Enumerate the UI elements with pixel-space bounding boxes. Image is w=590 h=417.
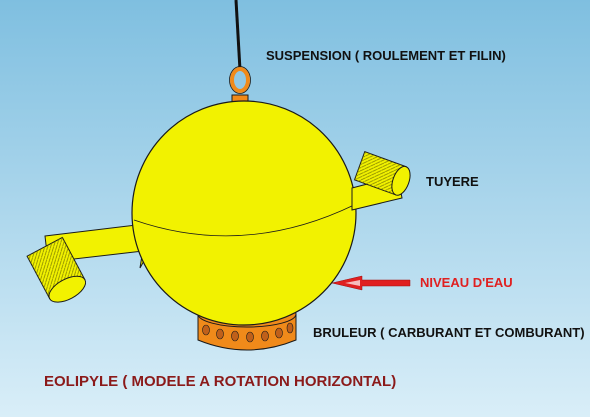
boiler-sphere xyxy=(131,100,357,326)
water-level-arrow xyxy=(331,275,411,291)
right-nozzle xyxy=(351,151,411,211)
diagram-title: EOLIPYLE ( MODELE A ROTATION HORIZONTAL) xyxy=(44,373,397,390)
suspension-ring xyxy=(230,67,250,93)
left-nozzle xyxy=(26,205,159,303)
suspension-label: SUSPENSION ( ROULEMENT ET FILIN) xyxy=(266,48,506,63)
suspension-ring-outline xyxy=(229,66,251,94)
water-level-label: NIVEAU D'EAU xyxy=(420,275,513,290)
sphere-equator xyxy=(133,204,355,237)
tuyere-label: TUYERE xyxy=(426,174,479,189)
burner-label: BRULEUR ( CARBURANT ET COMBURANT) xyxy=(313,325,585,340)
burner-holes xyxy=(202,322,294,343)
suspension-cable xyxy=(234,0,242,71)
